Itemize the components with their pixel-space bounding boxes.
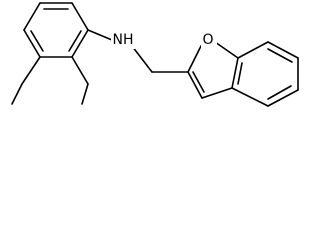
bond [187,45,202,73]
benzene-ring-dimethylphenyl [23,2,89,58]
double-bond-inner [237,62,243,85]
bond [23,29,41,58]
benzene-ring-fused [231,41,299,107]
molecule-diagram: NH O [11,2,299,107]
aryl-nitrogen-bond [87,29,113,41]
structure-canvas: NH O [0,0,318,116]
oxygen-label: O [202,32,213,48]
bond [237,41,269,59]
bond [71,29,89,58]
bond [267,89,299,107]
bond [231,57,239,89]
nitrogen-methylene-bond [131,45,153,73]
oxygen-label-group: O [201,32,217,49]
bond [267,41,299,59]
bond [71,2,89,31]
methyl-bond-ortho [71,56,89,85]
bond [187,71,203,99]
amine-label: NH [113,32,134,48]
furan-ring [187,41,239,99]
bond [214,41,239,59]
bond [231,87,269,107]
double-bond-inner [267,85,292,100]
double-bond-inner [192,71,205,93]
double-bond-inner [68,30,82,52]
amine-label-group: NH [111,32,135,49]
methyl-bond-ortho-tip [81,83,89,105]
double-bond-inner [267,48,293,63]
bond [23,2,41,31]
bond [201,87,233,99]
methyl-bond-meta-tip [11,83,23,105]
methyl-bond-meta [21,56,41,85]
double-bond-inner [30,30,44,52]
